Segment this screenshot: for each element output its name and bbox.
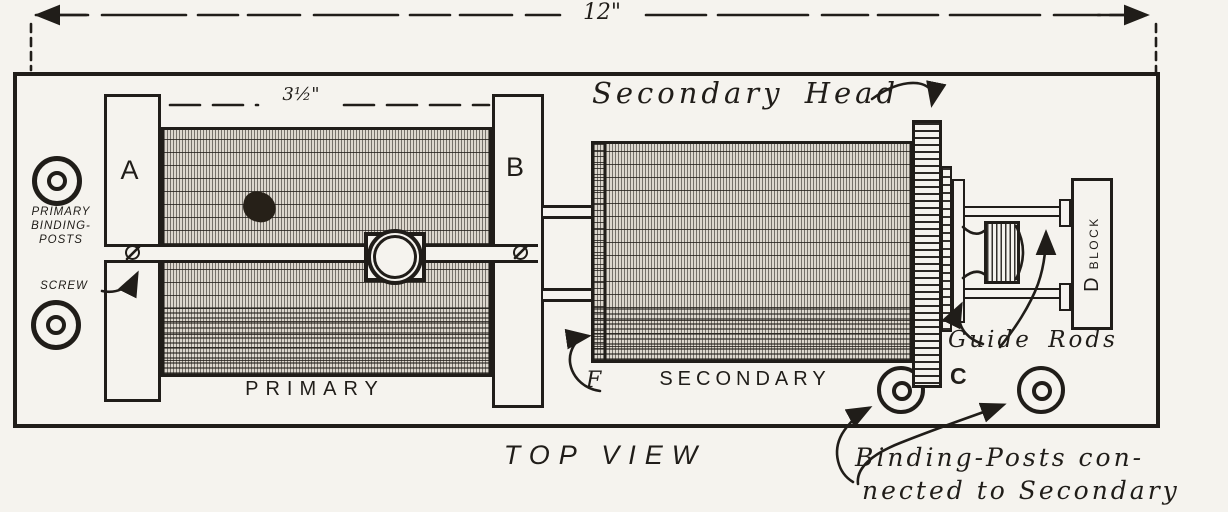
primary-slider-rod [104, 244, 538, 263]
primary-binding-post-top-hole [47, 171, 67, 191]
secondary-posts-label-line1: Binding-Posts con- [855, 443, 1145, 472]
secondary-head-plate [952, 179, 965, 323]
screw-label: SCREW [40, 280, 88, 292]
slider-knob-inner [373, 235, 417, 279]
post-c-label: C [950, 363, 967, 389]
baseboard [13, 72, 1160, 428]
secondary-coil-lower-shading [594, 305, 910, 360]
plate-b-label: B [505, 152, 524, 182]
overall-dimension-label: 12" [582, 0, 622, 25]
primary-coil-lower-shading [164, 304, 489, 374]
secondary-caption: SECONDARY [659, 368, 831, 390]
block-tab-lower [1059, 283, 1071, 311]
figure-caption: TOP VIEW [503, 440, 707, 470]
secondary-head-gear [912, 120, 942, 388]
secondary-binding-post-right-hole [1032, 381, 1052, 401]
rod-screw-a [125, 245, 140, 260]
guide-rod-lower [953, 288, 1071, 299]
secondary-binding-post-left-hole [892, 381, 912, 401]
primary-binding-post-bottom-hole [46, 315, 66, 335]
block-word: BLOCK [1087, 216, 1101, 270]
primary-binding-posts-label-line1: PRIMARY [31, 206, 91, 218]
primary-caption: PRIMARY [245, 378, 385, 400]
guide-block: D BLOCK [1071, 178, 1113, 330]
guide-rod-lower-left-segment [543, 288, 591, 302]
primary-binding-post-top [32, 156, 82, 206]
block-label: D BLOCK [1074, 179, 1110, 329]
guide-rod-upper-left-segment [543, 205, 591, 219]
primary-binding-post-bottom [31, 300, 81, 350]
guide-rod-upper [953, 206, 1071, 217]
plate-a-label: A [120, 155, 139, 185]
block-letter-d: D [1081, 276, 1103, 292]
guide-rods-label: Guide Rods [948, 327, 1118, 353]
secondary-head-collar [941, 166, 952, 332]
block-tab-upper [1059, 199, 1071, 227]
adjusting-knob [984, 221, 1020, 284]
rod-screw-b [513, 245, 528, 260]
coil-f-label: F [586, 368, 602, 393]
primary-binding-posts-label-line2: BINDING- [31, 220, 91, 232]
secondary-posts-label-line2: nected to Secondary [862, 476, 1180, 505]
primary-dimension-label: 3½" [282, 84, 320, 105]
secondary-head-label: Secondary Head [592, 76, 900, 110]
secondary-coil-winding [591, 141, 913, 363]
primary-binding-posts-label-line3: POSTS [39, 234, 83, 246]
